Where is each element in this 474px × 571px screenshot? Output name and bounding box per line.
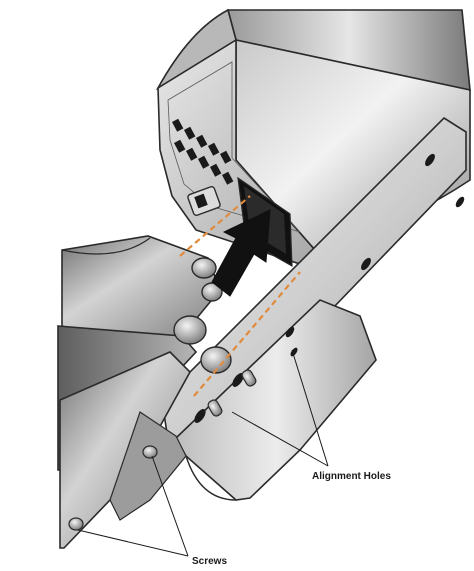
alignment-guides bbox=[179, 195, 301, 397]
bracket-pins bbox=[207, 369, 257, 417]
knob-icons bbox=[173, 257, 232, 374]
screws bbox=[68, 445, 158, 531]
vent-slots bbox=[172, 118, 234, 185]
insert-arrow-icon bbox=[211, 209, 271, 297]
alignment-holes bbox=[194, 153, 465, 423]
screws-label: Screws bbox=[192, 556, 228, 567]
mounting-arm bbox=[57, 235, 221, 549]
printer-housing bbox=[155, 8, 471, 265]
power-switch-icon bbox=[187, 186, 221, 216]
alignment-holes-label: Alignment Holes bbox=[312, 471, 391, 482]
mounting-bracket bbox=[161, 116, 467, 501]
callout-leaders bbox=[77, 349, 329, 557]
